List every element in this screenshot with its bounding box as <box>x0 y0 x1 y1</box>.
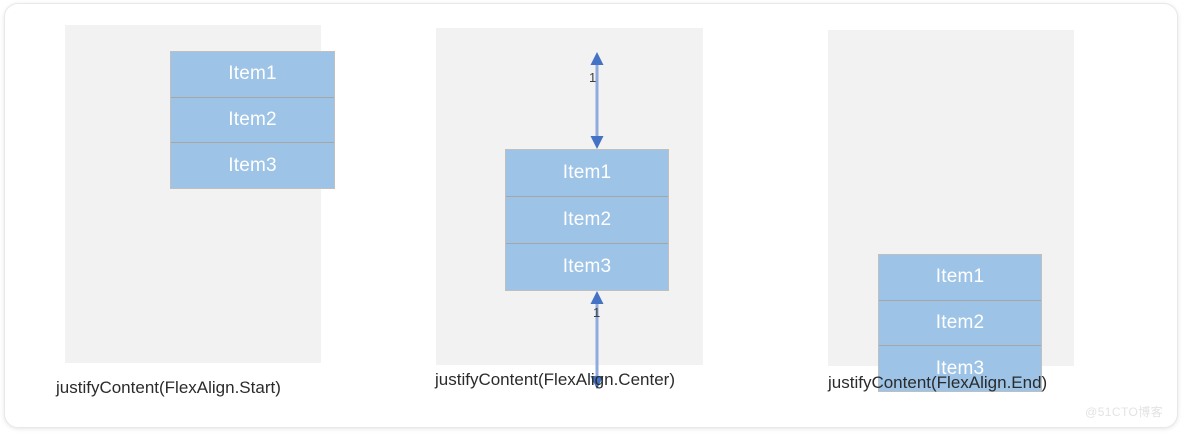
list-item: Item2 <box>879 301 1041 347</box>
panel-flexalign-start: Item1 Item2 Item3 justifyContent(FlexAli… <box>5 4 425 427</box>
flex-container-end: Item1 Item2 Item3 <box>828 30 1074 392</box>
arrow-label-top: 1 <box>589 70 597 85</box>
panel-flexalign-center: Item1 Item2 Item3 justifyContent(FlexAli… <box>425 4 825 427</box>
double-arrow-icon-bottom <box>588 291 606 389</box>
list-item: Item2 <box>171 98 334 144</box>
panel-caption-start: justifyContent(FlexAlign.Start) <box>56 378 281 397</box>
diagram-card: Item1 Item2 Item3 justifyContent(FlexAli… <box>4 3 1178 428</box>
panel-caption-end: justifyContent(FlexAlign.End) <box>828 373 1048 392</box>
flex-container-start: Item1 Item2 Item3 <box>65 25 335 363</box>
list-item: Item1 <box>506 150 668 197</box>
flex-container-center: Item1 Item2 Item3 <box>436 28 703 389</box>
list-item: Item1 <box>879 255 1041 301</box>
list-item: Item2 <box>506 197 668 244</box>
watermark: @51CTO博客 <box>1085 405 1163 419</box>
list-item: Item1 <box>171 52 334 98</box>
item-stack-center: Item1 Item2 Item3 <box>505 149 669 291</box>
arrow-label-bottom: 1 <box>593 305 601 320</box>
double-arrow-icon-top <box>588 52 606 149</box>
panel-caption-center: justifyContent(FlexAlign.Center) <box>435 370 675 389</box>
list-item: Item3 <box>562 256 612 277</box>
item-stack-end: Item1 Item2 Item3 <box>878 254 1042 392</box>
list-item: Item3 <box>228 154 277 176</box>
list-item: Item3 <box>935 357 985 379</box>
item-stack-start: Item1 Item2 Item3 <box>170 51 335 189</box>
panel-flexalign-end: Item1 Item2 Item3 justifyContent(FlexAli… <box>825 4 1177 427</box>
